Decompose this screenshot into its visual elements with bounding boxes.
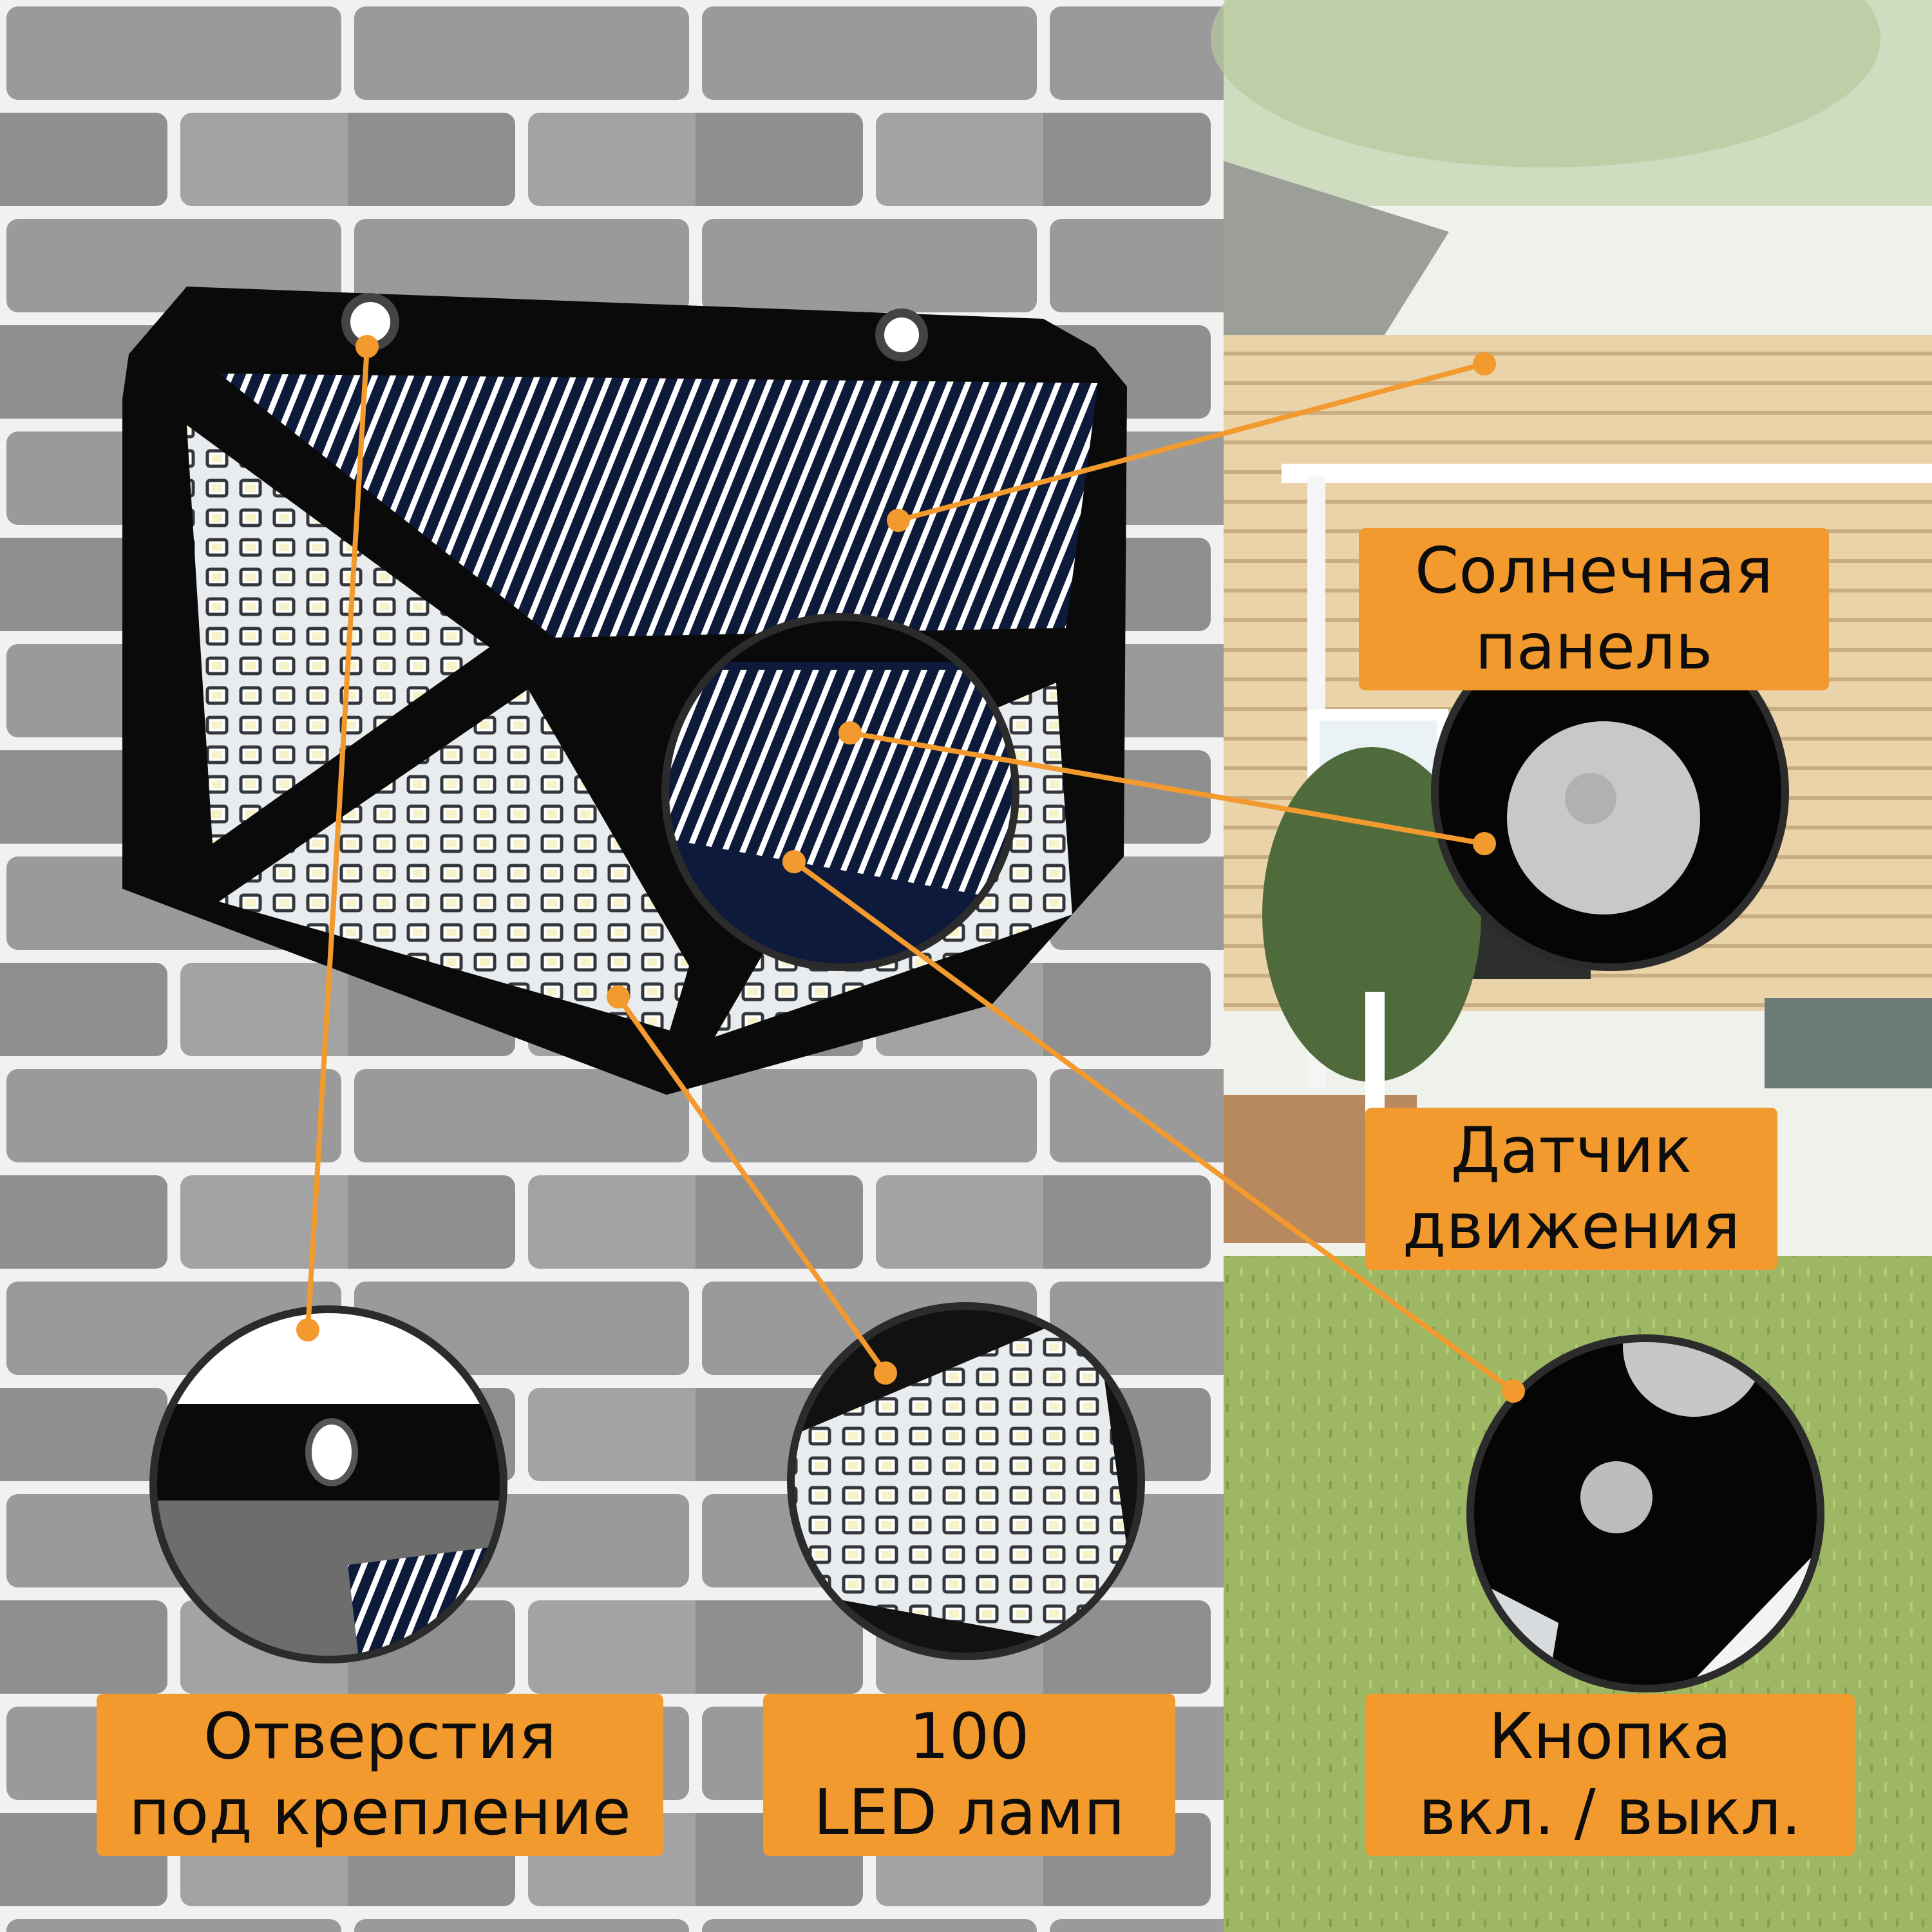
label-solar-panel-line2: панель xyxy=(1475,611,1713,684)
label-mount-holes-line2: под крепление xyxy=(129,1776,631,1850)
led-array-icon xyxy=(219,689,689,1030)
callout-lines xyxy=(296,335,1525,1403)
label-solar-panel: Солнечная панель xyxy=(1359,528,1829,690)
label-motion-sensor-line1: Датчик xyxy=(1450,1114,1692,1188)
label-mount-holes: Отверстия под крепление xyxy=(97,1694,663,1856)
label-power-button-line1: Кнопка xyxy=(1488,1700,1732,1774)
label-solar-panel-line1: Солнечная xyxy=(1414,535,1774,608)
label-power-button: Кнопка вкл. / выкл. xyxy=(1365,1694,1855,1856)
led-array-icon xyxy=(187,425,489,844)
label-mount-holes-line1: Отверстия xyxy=(203,1700,557,1774)
zoom-circle-leds xyxy=(787,1302,1145,1660)
label-motion-sensor: Датчик движения xyxy=(1365,1108,1777,1270)
label-leds-line2: LED ламп xyxy=(813,1776,1125,1850)
mount-hole-icon xyxy=(875,308,928,361)
label-leds-line1: 100 xyxy=(909,1700,1030,1774)
solar-panel-icon xyxy=(219,374,1098,638)
label-leds: 100 LED ламп xyxy=(763,1694,1175,1856)
zoom-circle-solar-panel xyxy=(661,613,1019,971)
label-motion-sensor-line2: движения xyxy=(1402,1190,1741,1264)
label-power-button-line2: вкл. / выкл. xyxy=(1418,1776,1802,1850)
